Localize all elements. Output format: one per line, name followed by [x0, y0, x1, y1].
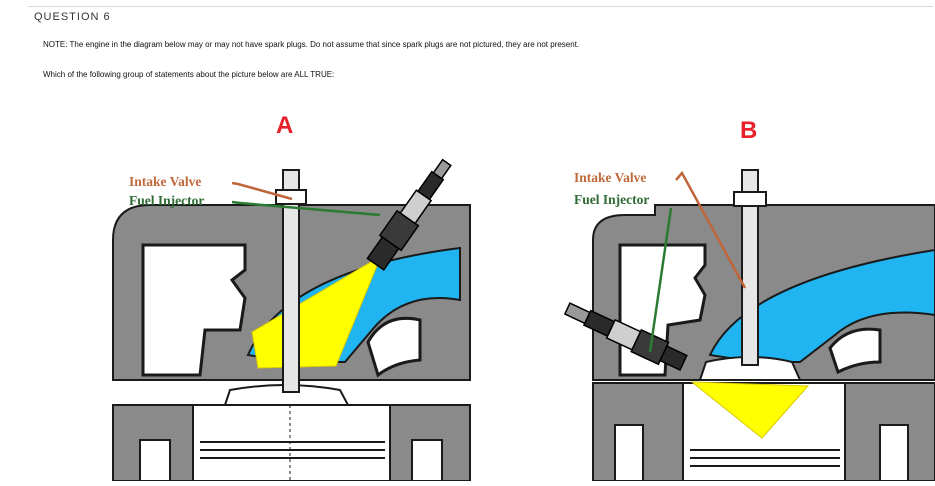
- panel-a-block-slot-left: [139, 439, 171, 482]
- panel-a-intake-arrow: [231, 181, 293, 201]
- panel-b-block-slot-left: [614, 424, 644, 482]
- panel-b: B Intake Valve: [563, 117, 935, 482]
- panel-b-valve-stem: [741, 169, 759, 366]
- top-divider: [28, 6, 933, 7]
- panel-b-injector-arrow: [648, 207, 673, 353]
- panel-a-injector: [366, 158, 452, 271]
- engine-diagram-svg: A Intake Valve: [112, 112, 935, 482]
- panel-b-cavity-right: [828, 327, 882, 375]
- question-prompt: Which of the following group of statemen…: [43, 70, 335, 79]
- panel-a-intake-valve-label: Intake Valve: [129, 174, 201, 189]
- panel-b-valve-spring-cap: [733, 191, 767, 207]
- panel-b-fuel-injector-label: Fuel Injector: [574, 192, 649, 207]
- panel-a-fuel-injector-label: Fuel Injector: [129, 193, 204, 208]
- panel-a-valve-stem: [282, 169, 300, 393]
- panel-a-block-slot-right: [411, 439, 443, 482]
- question-note: NOTE: The engine in the diagram below ma…: [43, 40, 580, 49]
- panel-b-intake-valve-label: Intake Valve: [574, 170, 646, 185]
- panel-a-cavity-left: [141, 243, 247, 377]
- panel-a-valve-spring-cap: [275, 189, 307, 205]
- panel-b-letter: B: [740, 117, 757, 144]
- panel-b-fuel-spray: [690, 381, 810, 439]
- panel-b-intake-arrow: [675, 170, 747, 289]
- panel-a-injector-arrow: [231, 200, 381, 217]
- question-title: QUESTION 6: [34, 11, 111, 23]
- engine-diagram-figure: A Intake Valve: [0, 100, 935, 482]
- panel-a: A Intake Valve: [112, 112, 471, 482]
- panel-b-block-slot-right: [879, 424, 909, 482]
- panel-a-letter: A: [276, 112, 293, 139]
- panel-a-cavity-right: [366, 316, 422, 378]
